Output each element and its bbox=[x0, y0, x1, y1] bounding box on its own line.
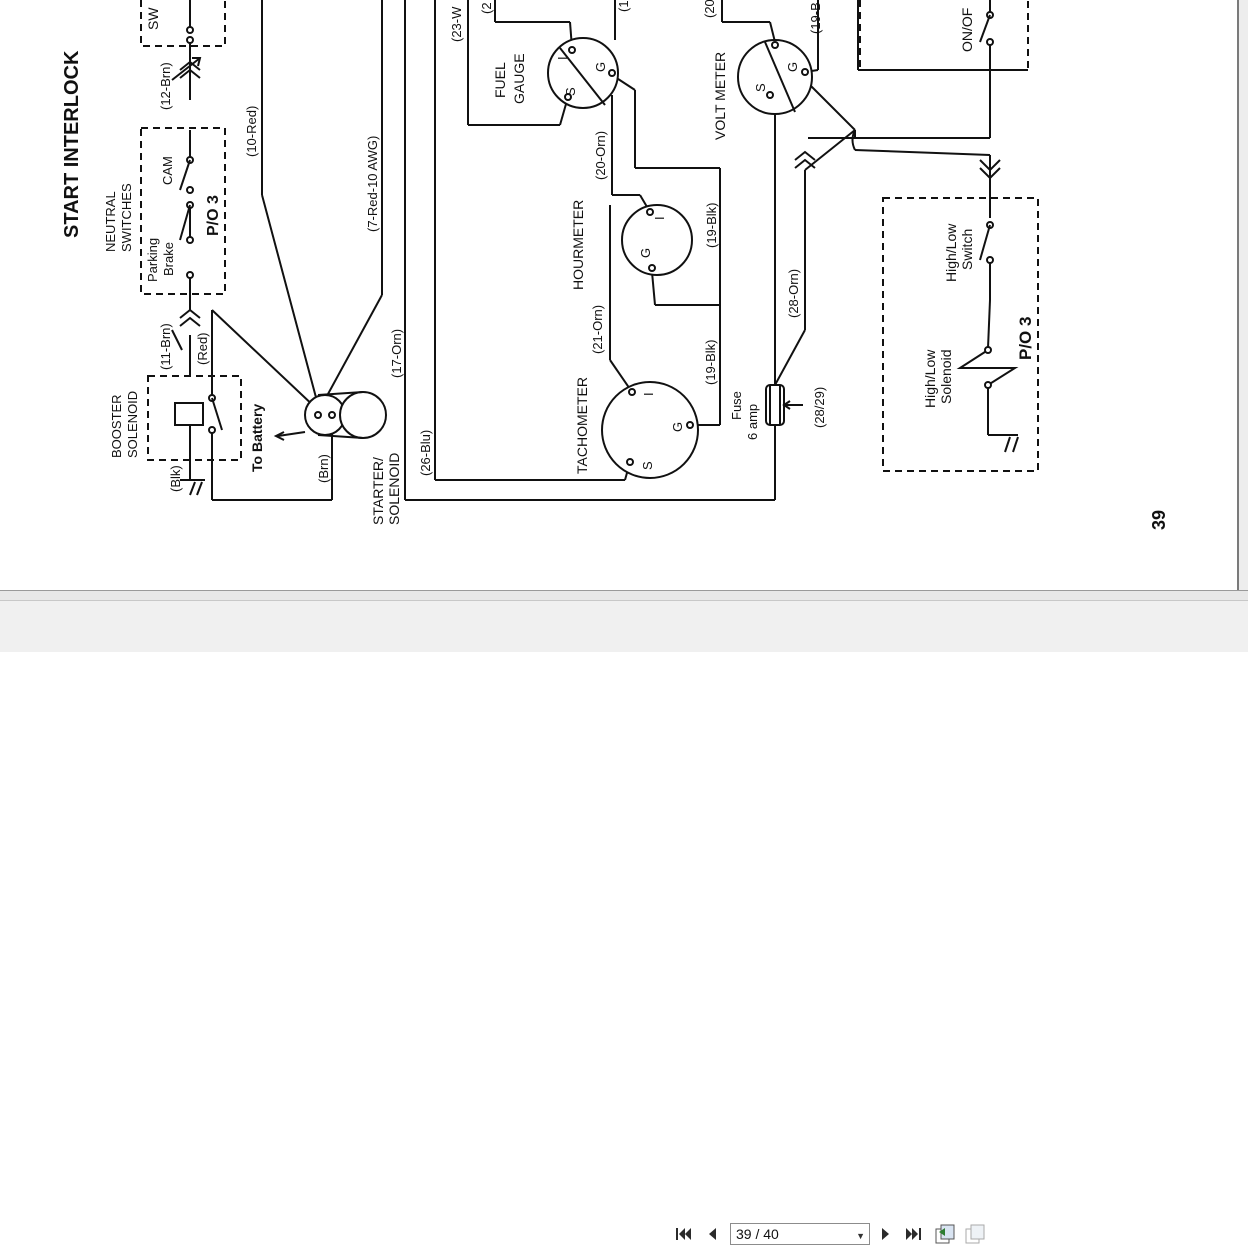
svg-text:(19-Blk): (19-Blk) bbox=[704, 202, 719, 248]
svg-text:Parking: Parking bbox=[145, 238, 160, 282]
svg-text:VOLT METER: VOLT METER bbox=[712, 52, 728, 140]
svg-text:SWITCHES: SWITCHES bbox=[119, 183, 134, 252]
svg-text:(26-Blu): (26-Blu) bbox=[418, 430, 433, 476]
svg-text:(12-Brn): (12-Brn) bbox=[158, 62, 173, 110]
svg-text:(Red): (Red) bbox=[195, 332, 210, 365]
page-number: 39 bbox=[1149, 510, 1169, 530]
svg-text:NEUTRAL: NEUTRAL bbox=[103, 191, 118, 252]
svg-text:G: G bbox=[785, 62, 800, 72]
copy-page-icon[interactable] bbox=[963, 1223, 987, 1245]
svg-text:(Blk): (Blk) bbox=[168, 465, 183, 492]
vertical-scrollbar[interactable] bbox=[1239, 0, 1248, 590]
svg-text:G: G bbox=[670, 422, 685, 432]
svg-text:(20-Orn): (20-Orn) bbox=[593, 131, 608, 180]
dashed-boxes bbox=[140, 0, 1039, 472]
svg-text:(2: (2 bbox=[479, 2, 494, 14]
horizontal-scrollbar[interactable] bbox=[0, 590, 1248, 601]
svg-text:Solenoid: Solenoid bbox=[938, 350, 954, 405]
last-page-icon[interactable] bbox=[903, 1221, 923, 1247]
svg-text:(19-Blk): (19-Blk) bbox=[703, 339, 718, 385]
svg-text:To Battery: To Battery bbox=[249, 404, 265, 472]
svg-text:(20: (20 bbox=[702, 0, 717, 18]
svg-text:S: S bbox=[753, 83, 768, 92]
svg-text:BOOSTER: BOOSTER bbox=[109, 394, 124, 458]
svg-text:Brake: Brake bbox=[161, 242, 176, 276]
svg-text:P/O 3: P/O 3 bbox=[205, 195, 222, 236]
svg-text:ON/OF: ON/OF bbox=[959, 8, 975, 52]
svg-text:(19-B: (19-B bbox=[808, 2, 823, 34]
chevron-down-icon: ▼ bbox=[856, 1231, 865, 1241]
svg-text:(21-Orn): (21-Orn) bbox=[590, 305, 605, 354]
svg-text:High/Low: High/Low bbox=[943, 223, 959, 282]
labels: START INTERLOCK NEUTRAL SWITCHES Parking… bbox=[61, 0, 1169, 530]
svg-text:(Brn): (Brn) bbox=[316, 454, 331, 483]
svg-text:Fuse: Fuse bbox=[729, 391, 744, 420]
document-viewer[interactable]: START INTERLOCK NEUTRAL SWITCHES Parking… bbox=[0, 0, 1248, 590]
svg-text:FUEL: FUEL bbox=[492, 62, 508, 98]
next-page-icon[interactable] bbox=[876, 1221, 896, 1247]
page-indicator: 39 / 40 bbox=[736, 1226, 779, 1242]
svg-text:P/O 3: P/O 3 bbox=[1016, 317, 1035, 360]
svg-text:CAM: CAM bbox=[160, 156, 175, 185]
wiring-diagram: START INTERLOCK NEUTRAL SWITCHES Parking… bbox=[61, 0, 1169, 530]
svg-text:HOURMETER: HOURMETER bbox=[570, 200, 586, 290]
previous-page-icon[interactable] bbox=[702, 1221, 722, 1247]
svg-text:(11-Brn): (11-Brn) bbox=[158, 323, 173, 370]
svg-text:(10-Red): (10-Red) bbox=[244, 106, 259, 157]
components bbox=[171, 11, 1019, 496]
svg-text:Switch: Switch bbox=[959, 229, 975, 270]
svg-text:(17-Orn): (17-Orn) bbox=[389, 329, 404, 378]
svg-text:I: I bbox=[555, 56, 570, 60]
svg-text:G: G bbox=[638, 248, 653, 258]
svg-text:I: I bbox=[652, 216, 667, 220]
svg-text:(23-W: (23-W bbox=[449, 6, 464, 42]
svg-text:(28/29): (28/29) bbox=[812, 387, 827, 428]
page-selector[interactable]: 39 / 40 ▼ bbox=[730, 1223, 870, 1245]
svg-text:(28-Orn): (28-Orn) bbox=[786, 269, 801, 318]
svg-text:High/Low: High/Low bbox=[922, 349, 938, 408]
svg-text:(1: (1 bbox=[616, 0, 631, 12]
svg-text:6 amp: 6 amp bbox=[745, 404, 760, 440]
svg-text:SOLENOID: SOLENOID bbox=[125, 391, 140, 458]
diagram-title: START INTERLOCK bbox=[61, 50, 83, 238]
svg-text:STARTER/: STARTER/ bbox=[370, 457, 386, 525]
wires bbox=[180, 0, 1028, 501]
fit-page-icon[interactable] bbox=[933, 1223, 957, 1245]
navigation-toolbar: 39 / 40 ▼ bbox=[0, 600, 1248, 1245]
svg-text:I: I bbox=[641, 392, 656, 396]
svg-text:TACHOMETER: TACHOMETER bbox=[574, 377, 590, 474]
svg-text:SOLENOID: SOLENOID bbox=[386, 453, 402, 525]
svg-text:GAUGE: GAUGE bbox=[511, 53, 527, 104]
svg-text:SW: SW bbox=[145, 7, 161, 30]
page-edge bbox=[1237, 0, 1239, 590]
svg-text:G: G bbox=[593, 62, 608, 72]
first-page-icon[interactable] bbox=[674, 1221, 694, 1247]
svg-text:S: S bbox=[563, 87, 578, 96]
svg-text:S: S bbox=[640, 461, 655, 470]
svg-text:(7-Red-10 AWG): (7-Red-10 AWG) bbox=[365, 136, 380, 232]
